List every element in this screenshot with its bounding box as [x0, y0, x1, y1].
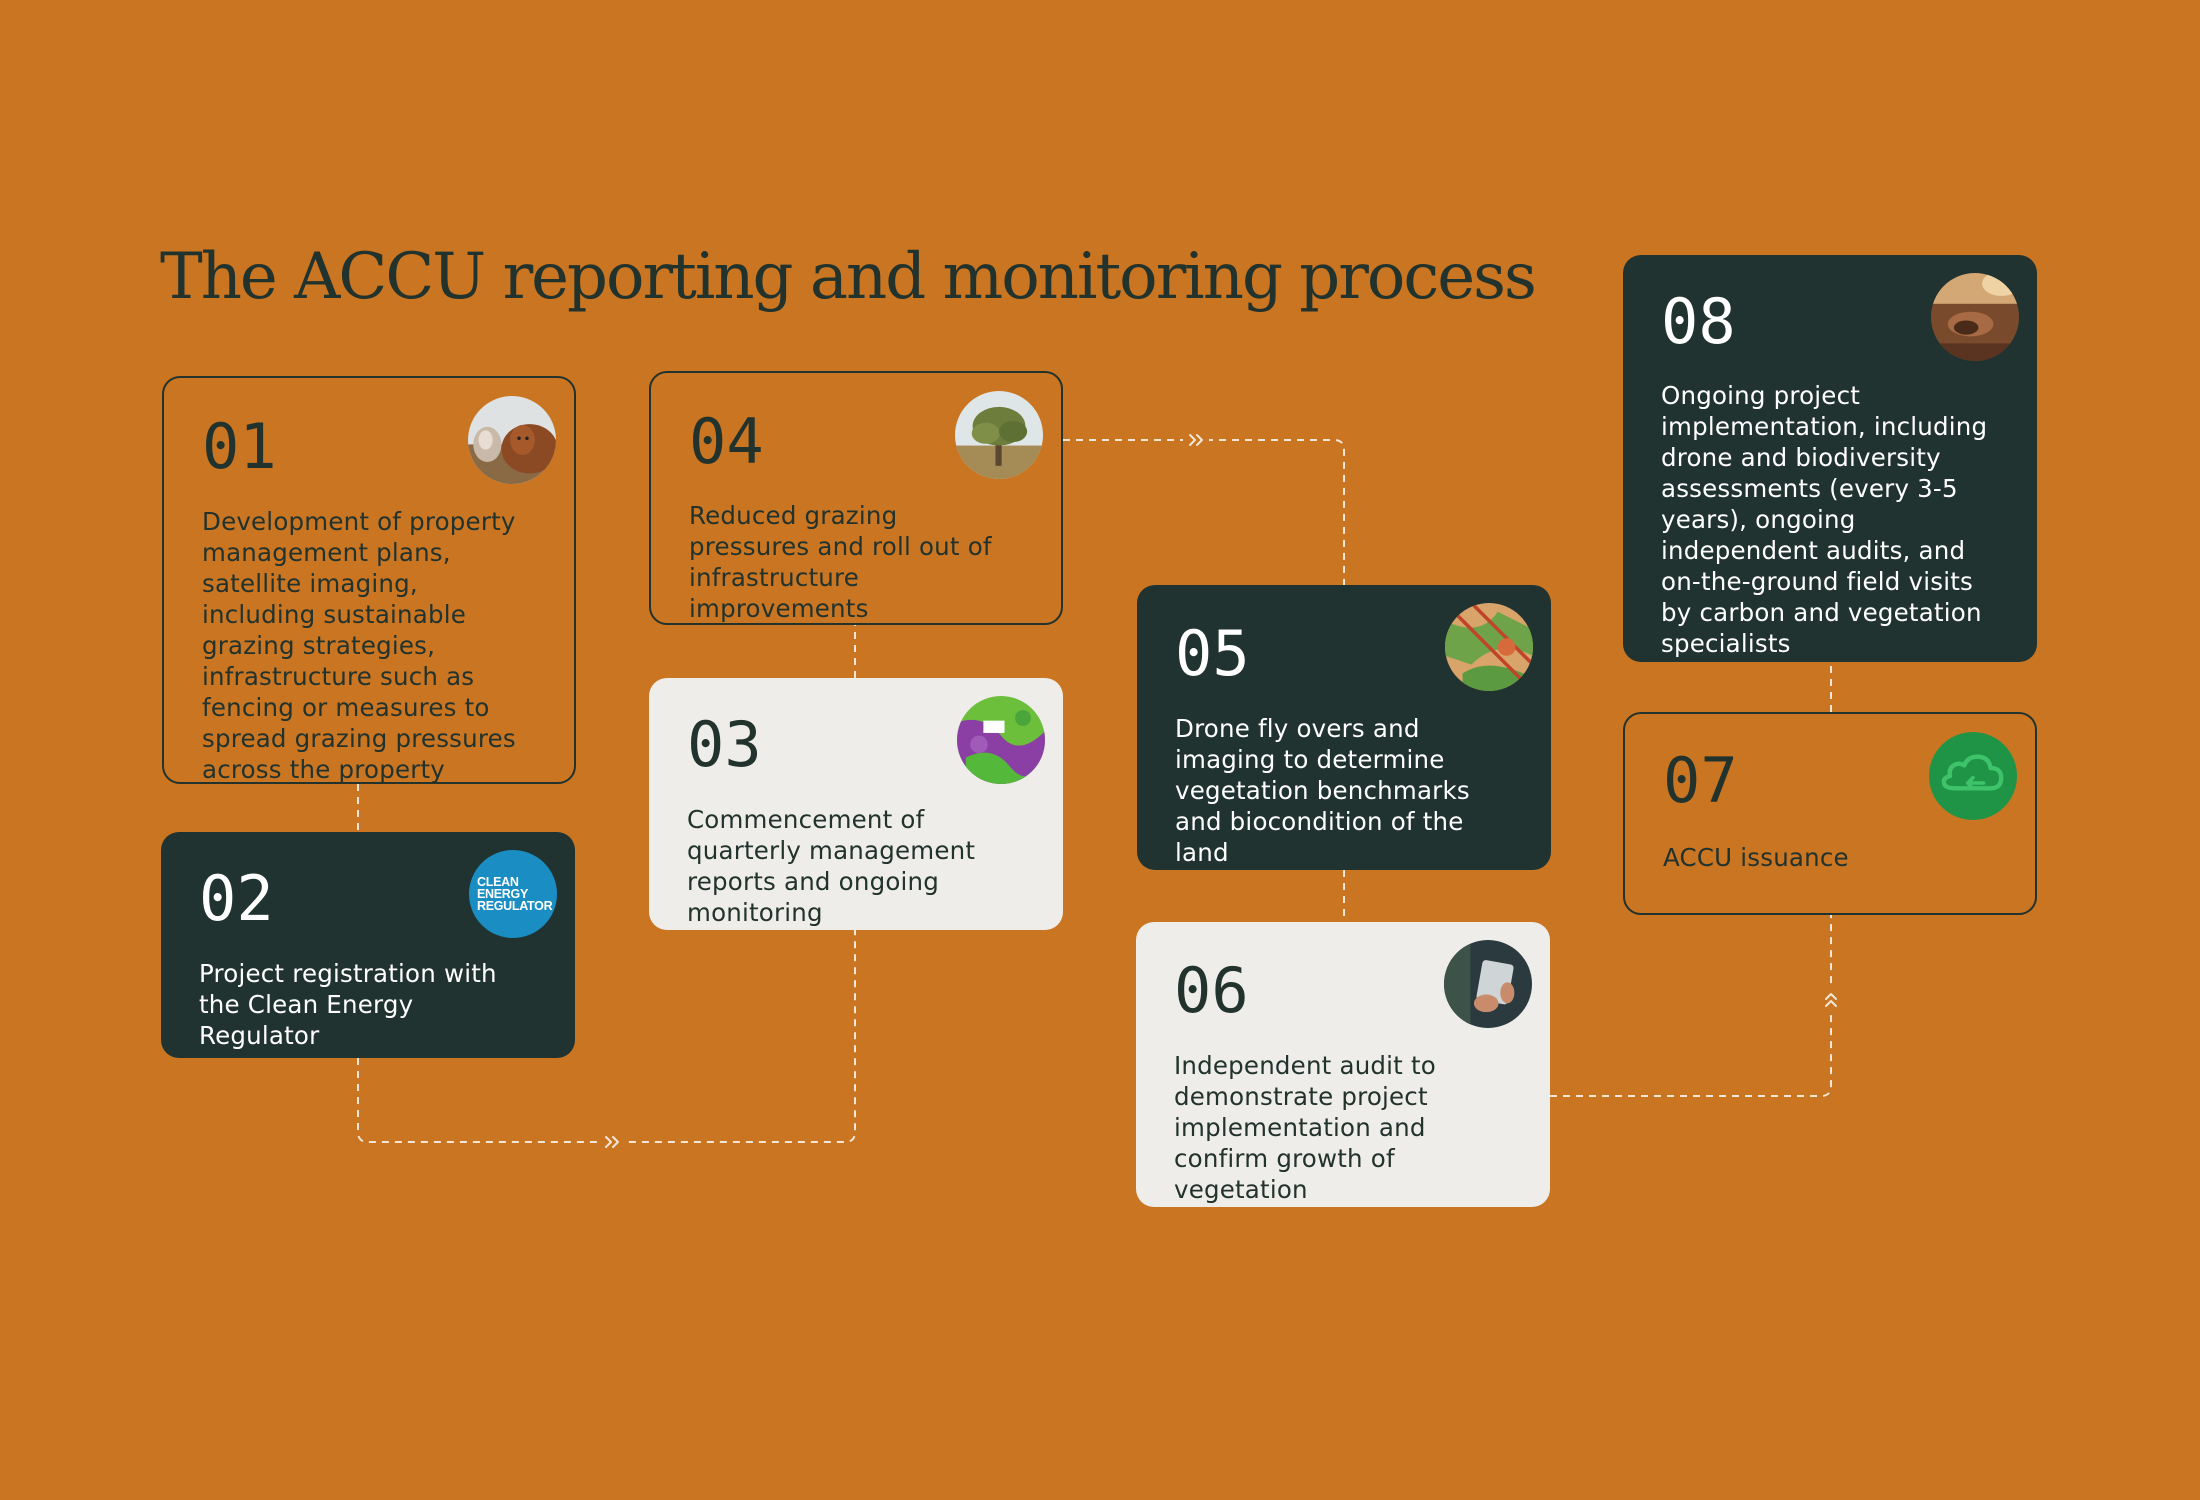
logo-text-line: CLEAN: [477, 875, 519, 889]
step-01-card: 01 Development of property management pl…: [162, 376, 576, 784]
step-description: ACCU issuance: [1663, 843, 1849, 872]
tablet-photo: [1444, 940, 1532, 1028]
cloud-icon: [1929, 732, 2017, 820]
drone-imaging-photo: [1445, 603, 1533, 691]
step-07-card: 07 ACCU issuance: [1623, 712, 2037, 915]
satellite-map-photo: [957, 696, 1045, 784]
step-number: 07: [1663, 744, 1738, 817]
arrow-up-icon: [1820, 987, 1842, 1013]
step-08-card: 08 Ongoing project implementation, inclu…: [1623, 255, 2037, 662]
step-02-card: 02 Project registration with the Clean E…: [161, 832, 575, 1058]
step-number: 02: [199, 862, 274, 935]
step-description: Reduced grazing pressures and roll out o…: [689, 501, 992, 623]
tree-photo: [955, 391, 1043, 479]
step-description: Project registration with the Clean Ener…: [199, 959, 497, 1050]
step-03-card: 03 Commencement of quarterly management …: [649, 678, 1063, 930]
cattle-photo: [468, 396, 556, 484]
step-number: 01: [202, 410, 277, 483]
step-description: Development of property management plans…: [202, 507, 516, 784]
step-description: Drone fly overs and imaging to determine…: [1175, 714, 1470, 867]
step-06-card: 06 Independent audit to demonstrate proj…: [1136, 922, 1550, 1207]
step-04-card: 04 Reduced grazing pressures and roll ou…: [649, 371, 1063, 625]
step-number: 08: [1661, 285, 1736, 358]
soil-hands-photo: [1931, 273, 2019, 361]
step-05-card: 05 Drone fly overs and imaging to determ…: [1137, 585, 1551, 870]
page-title: The ACCU reporting and monitoring proces…: [160, 240, 1537, 314]
step-description: Commencement of quarterly management rep…: [687, 805, 976, 927]
connector-06-07: [1550, 915, 1832, 1097]
connector-04-05: [1063, 439, 1345, 585]
step-number: 05: [1175, 617, 1250, 690]
step-number: 03: [687, 708, 762, 781]
logo-text-line: ENERGY: [477, 887, 528, 901]
step-number: 04: [689, 405, 764, 478]
arrow-right-icon: [599, 1131, 625, 1153]
arrow-right-icon: [1183, 429, 1209, 451]
step-description: Independent audit to demonstrate project…: [1174, 1051, 1436, 1204]
step-description: Ongoing project implementation, includin…: [1661, 381, 1988, 658]
step-number: 06: [1174, 954, 1249, 1027]
clean-energy-regulator-logo: CLEAN ENERGY REGULATOR: [469, 850, 557, 938]
logo-text-line: REGULATOR: [477, 899, 553, 913]
